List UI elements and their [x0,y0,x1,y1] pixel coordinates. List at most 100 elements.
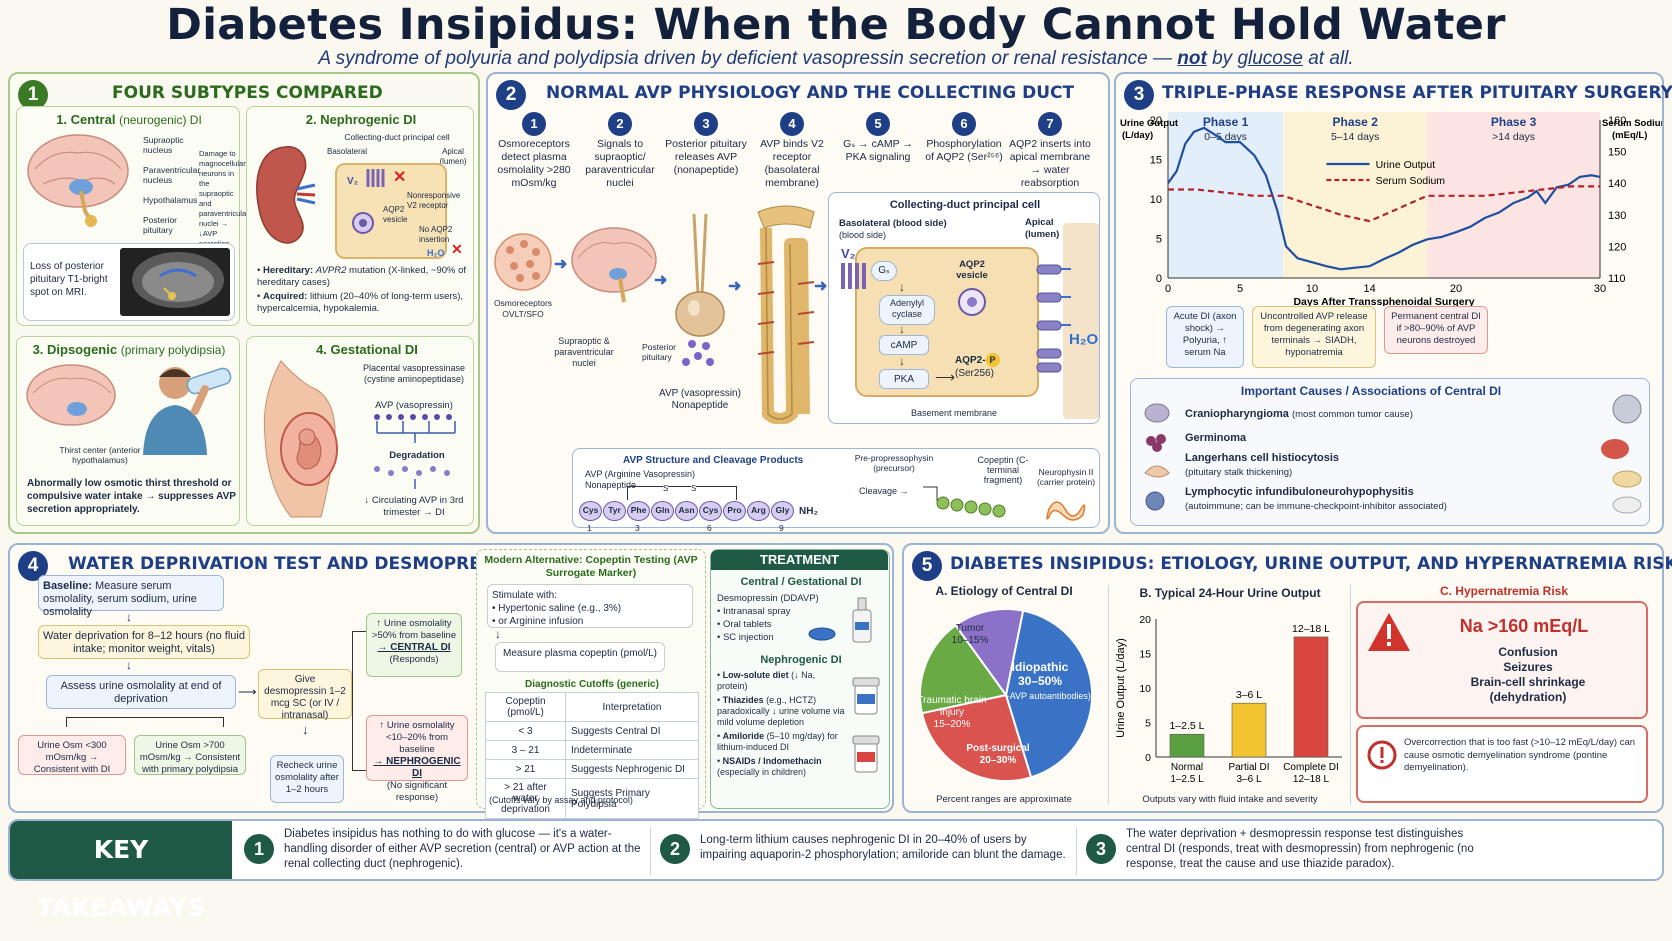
gest-avp-label: AVP (vasopressin) [375,400,453,411]
table-cell: < 3 [485,721,566,741]
posterior-pituitary-illustration [675,214,725,366]
cause-item-1: Craniopharyngioma (most common tumor cau… [1185,407,1585,422]
step-2-text: Signals to supraoptic/ paraventricular n… [585,138,655,189]
arrow-icon: ↓ [126,610,132,624]
cause-name: Lymphocytic infundibuloneurohypophysitis [1185,486,1414,498]
tx-central-list: Desmopressin (DDAVP)• Intranasal spray• … [717,593,819,643]
residue-number-3: 3 [635,523,640,533]
phase-3-explanation: Permanent central DI if >80–90% of AVP n… [1384,306,1488,354]
arrow-icon: ➜ [554,256,568,273]
v2-receptor-icon [841,263,866,289]
arrow-icon: ⟶ [935,369,956,385]
central-mechanism-note: Damage to magnocellular neurons in the s… [199,149,249,248]
avp-degradation-diagram [374,414,456,489]
takeaway-3-text: The water deprivation + desmopressin res… [1126,828,1474,870]
neurophysin-illustration [1046,501,1086,521]
cell-apical: Apical (lumen) [1025,217,1060,240]
aqp2-ser-label: (Ser256) [955,368,994,379]
phase-1-explanation: Acute DI (axon shock) → Polyuria, ↑ seru… [1166,306,1244,368]
table-cell: Suggests Primary Polydipsia [565,778,699,819]
gs-protein: Gₛ [871,261,897,281]
deprivation-step: Water deprivation for 8–12 hours (no flu… [38,625,250,659]
category-label-1: Partial DI [1228,762,1269,773]
nephro-basolateral: Basolateral [327,147,368,156]
thirst-brain-illustration [26,364,116,426]
cutoffs-title: Diagnostic Cutoffs (generic) [525,679,659,690]
pka-box: PKA [879,369,929,389]
gestational-title: 4. Gestational DI [316,342,418,357]
vasopressinase-label: Placental vasopressinase (cystine aminop… [362,363,466,384]
symptom-item: Seizures [1503,660,1553,674]
measure-copeptin: Measure plasma copeptin (pmol/L) [495,642,665,672]
flow-connector [66,717,224,727]
table-cell: Indeterminate [565,740,699,760]
bar-1 [1231,702,1267,758]
panel-avp-physiology: 2 NORMAL AVP PHYSIOLOGY AND THE COLLECTI… [486,72,1110,534]
cause-item-2: Germinoma [1185,431,1585,445]
recheck-step: Recheck urine osmolality after 1–2 hours [270,755,344,803]
phase-2-explanation: Uncontrolled AVP release from degenerati… [1252,306,1376,368]
panel-3-number: 3 [1124,80,1154,110]
nephro-bullets: • Hereditary: AVPR2 mutation (X-linked, … [257,265,467,314]
cause-name: Craniopharyngioma [1185,408,1289,420]
pie-range-2: 15–20% [934,719,971,730]
arrow-icon: ↓ [899,354,905,368]
amino-acid-1: Cys [579,501,602,521]
prepropressophysin: Pre-propressophysin (precursor) [854,453,934,473]
arrow-icon: ↓ [899,322,905,336]
camp-box: cAMP [879,335,929,355]
overcorrection-warning: Overcorrection that is too fast (>10–12 … [1356,725,1648,803]
nephro-nonresponsive: Nonresponsive V2 receptor [407,191,461,210]
y-right-tick: 150 [1608,147,1626,159]
x-tick: 14 [1363,283,1375,295]
water-block-icon: ✕ [451,241,463,257]
block-x-icon: ✕ [393,169,407,186]
pie-label-2: injury [940,707,964,718]
bar-value-label-2: 12–18 L [1292,623,1330,635]
cause-item-4: Lymphocytic infundibuloneurohypophysitis… [1185,485,1585,514]
y-tick: 10 [1139,683,1151,695]
legend-label-0: Urine Output [1376,159,1436,171]
nephro-apical: Apical (lumen) [439,147,467,166]
pill-bottle-icon [852,677,880,715]
panel-5-number: 5 [912,551,942,581]
cell-icons [1601,394,1642,514]
y-right-unit: (mEq/L) [1612,130,1647,141]
hypothalamus-illustration [571,227,657,303]
y-tick: 0 [1145,752,1151,764]
amino-acid-8: Arg [747,501,770,521]
overcorrection-text: Overcorrection that is too fast (>10–12 … [1404,737,1636,773]
panel-3-title: TRIPLE-PHASE RESPONSE AFTER PITUITARY SU… [1162,83,1672,103]
category-range-2: 12–18 L [1293,774,1330,785]
copeptin-title: Modern Alternative: Copeptin Testing (AV… [484,554,698,579]
table-cell: Suggests Nephrogenic DI [565,759,699,779]
category-range-0: 1–2.5 L [1170,774,1204,785]
pie-title: A. Etiology of Central DI [935,584,1073,598]
pregnancy-illustration [263,360,338,518]
bar-title: B. Typical 24-Hour Urine Output [1139,586,1321,600]
tx-nephro-title: Nephrogenic DI [760,654,842,666]
degradation-label: Degradation [389,450,445,461]
cause-note: (pituitary stalk thickening) [1185,467,1293,478]
disulfide-bond [627,486,737,500]
aqp2-phospho-label: AQP2-P [955,353,1000,367]
phosphate-icon: P [985,353,1000,367]
low-urine-osm-result: Urine Osm <300 mOsm/kg → Consistent with… [18,735,126,775]
principal-cell-title: Collecting-duct principal cell [889,199,1041,211]
kidney-illustration [256,146,316,244]
pie-label-3: Tumor [956,623,985,634]
step-3-text: Posterior pituitary releases AVP (nonape… [665,138,747,176]
divider [1076,827,1077,875]
cell-basolateral-note: (blood side) [839,230,887,240]
mri-card: Loss of posterior pituitary T1-bright sp… [23,243,235,321]
y-left-unit: (L/day) [1122,130,1153,141]
cause-name: Germinoma [1185,432,1247,444]
panel-subtypes: 1 FOUR SUBTYPES COMPARED 1. Central (neu… [8,72,480,534]
amino-acid-5: Asn [675,501,698,521]
panel-etiology: 5 DIABETES INSIPIDUS: ETIOLOGY, URINE OU… [902,543,1672,813]
